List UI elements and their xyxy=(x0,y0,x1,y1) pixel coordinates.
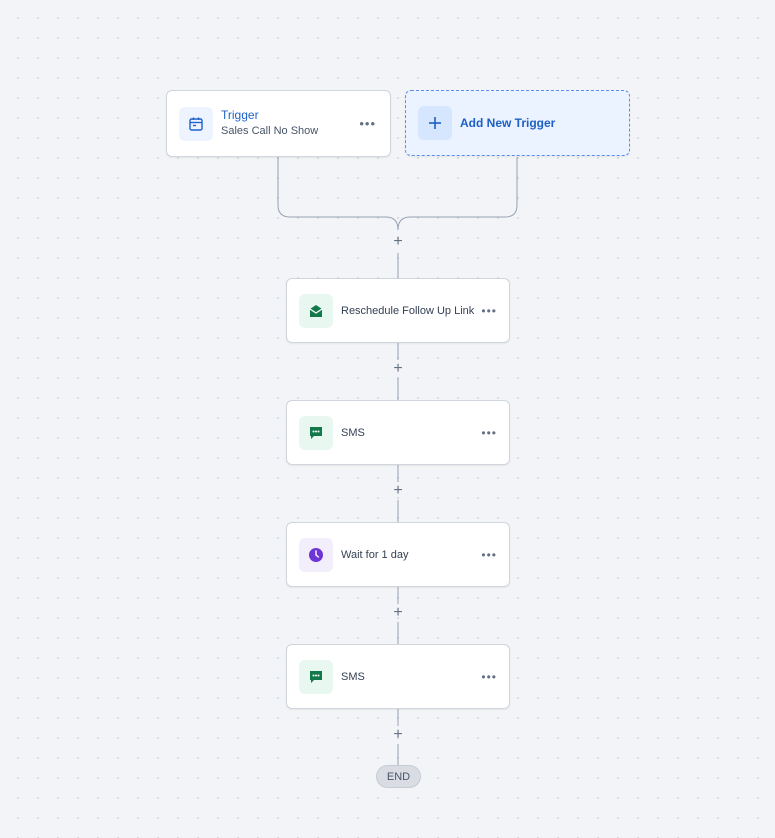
plus-icon xyxy=(418,106,452,140)
action-label: SMS xyxy=(341,670,365,683)
add-step-button[interactable]: + xyxy=(393,726,403,743)
trigger-card[interactable]: Trigger Sales Call No Show ••• xyxy=(166,90,391,157)
add-step-button[interactable]: + xyxy=(393,604,403,621)
action-more-options-button[interactable]: ••• xyxy=(481,547,497,562)
action-more-options-button[interactable]: ••• xyxy=(481,303,497,318)
chat-bubble-icon xyxy=(299,659,333,694)
clock-icon xyxy=(299,537,333,572)
trigger-subtitle: Sales Call No Show xyxy=(221,125,319,137)
email-open-icon xyxy=(299,293,333,328)
trigger-title: Trigger xyxy=(221,108,259,122)
action-more-options-button[interactable]: ••• xyxy=(481,669,497,684)
action-more-options-button[interactable]: ••• xyxy=(481,425,497,440)
trigger-more-options-button[interactable]: ••• xyxy=(359,115,376,131)
action-card-reschedule-follow-up-link[interactable]: Reschedule Follow Up Link ••• xyxy=(286,278,510,343)
add-step-button[interactable]: + xyxy=(393,482,403,499)
action-card-wait[interactable]: Wait for 1 day ••• xyxy=(286,522,510,587)
action-card-sms[interactable]: SMS ••• xyxy=(286,644,510,709)
action-card-sms[interactable]: SMS ••• xyxy=(286,400,510,465)
add-new-trigger-label: Add New Trigger xyxy=(460,116,556,130)
chat-bubble-icon xyxy=(299,415,333,450)
add-step-button[interactable]: + xyxy=(393,233,403,250)
add-new-trigger-button[interactable]: Add New Trigger xyxy=(405,90,630,156)
calendar-icon xyxy=(179,106,213,141)
add-step-button[interactable]: + xyxy=(393,360,403,377)
action-label: Reschedule Follow Up Link xyxy=(341,304,475,317)
action-label: Wait for 1 day xyxy=(341,548,409,561)
action-label: SMS xyxy=(341,426,365,439)
end-node: END xyxy=(376,765,421,788)
